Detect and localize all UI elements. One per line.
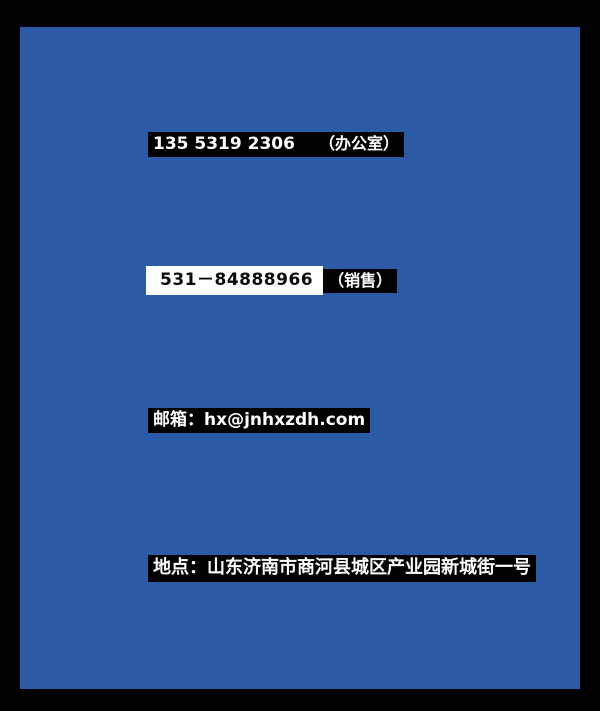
address-text: 地点：山东济南市商河县城区产业园新城街一号 [148,555,536,582]
email-text: 邮箱：hx@jnhxzdh.com [148,408,371,434]
office-phone-label: （办公室） [318,134,399,153]
office-phone-number: 135 5319 2306 [153,134,295,154]
sales-phone-number: 531－84888966 [146,266,324,296]
sales-phone-label: （销售） [323,268,398,293]
office-phone-line: 135 5319 2306 （办公室） [148,132,404,158]
sales-phone-line: 531－84888966（销售） [146,266,398,296]
email-line: 邮箱：hx@jnhxzdh.com [148,408,371,434]
address-line: 地点：山东济南市商河县城区产业园新城街一号 [148,555,536,582]
contact-card: 135 5319 2306 （办公室） 531－84888966（销售） 邮箱：h… [20,27,580,689]
